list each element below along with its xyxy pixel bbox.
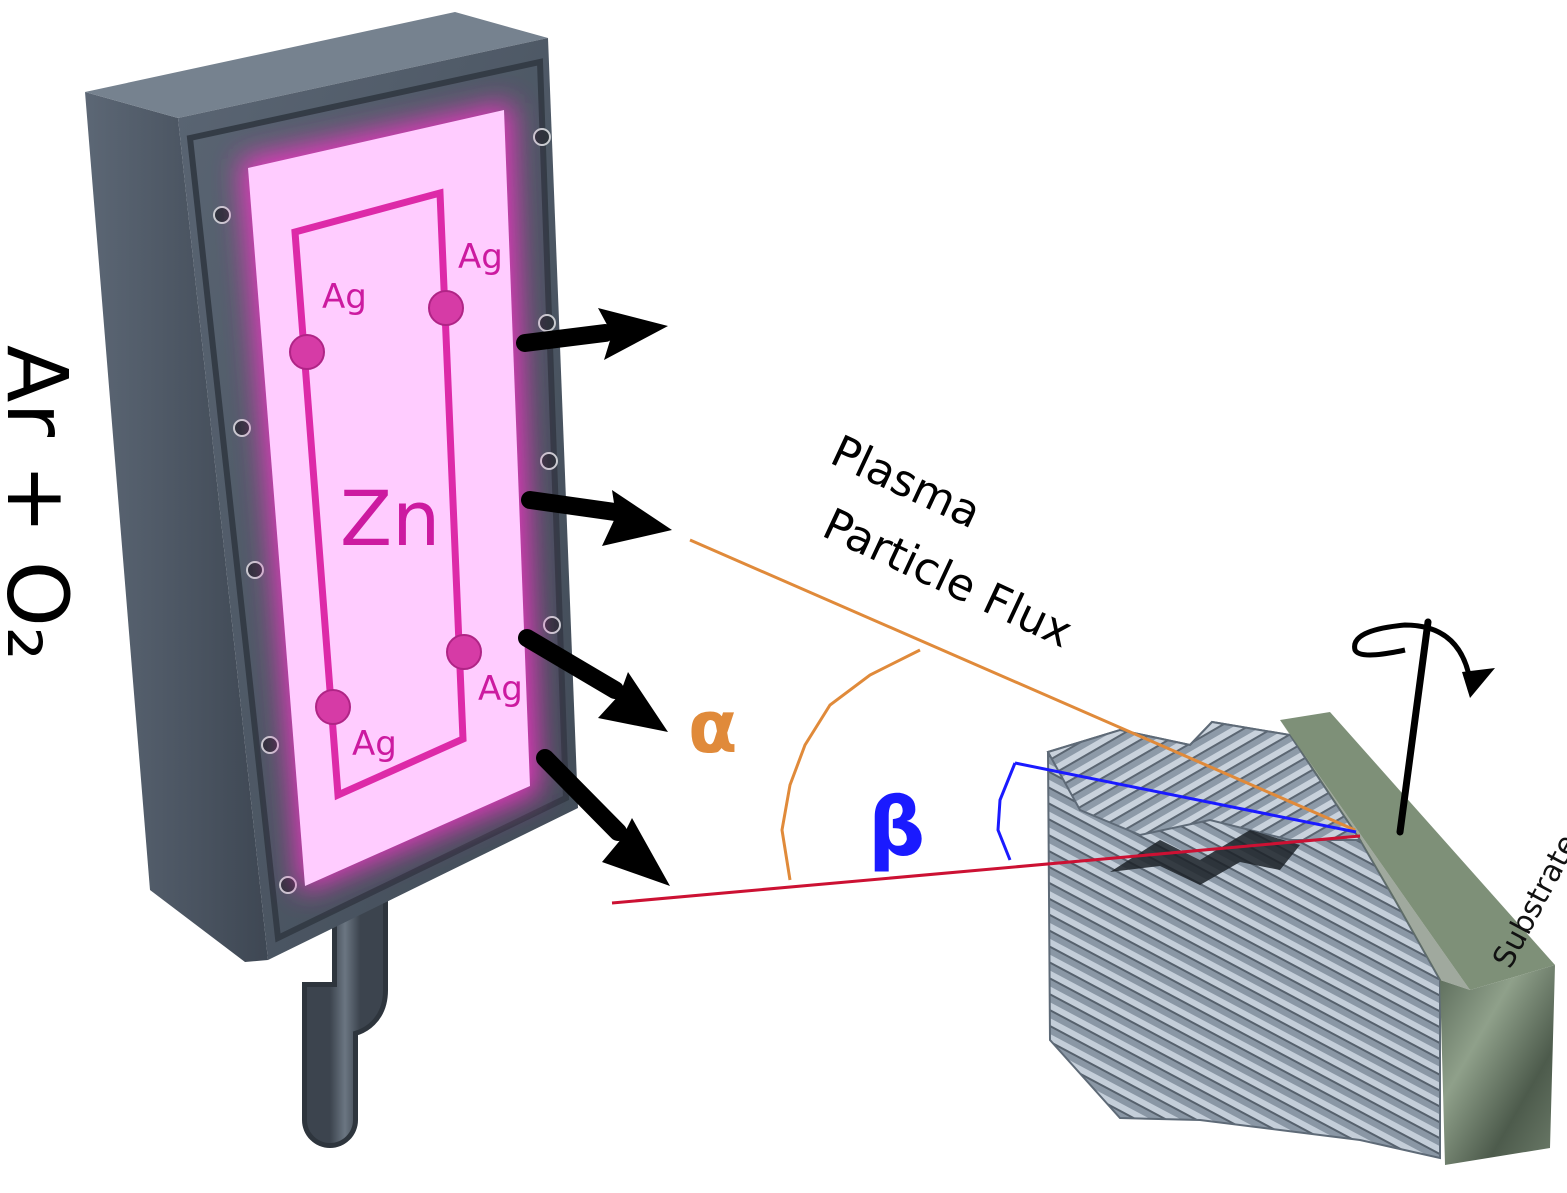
flux-arrow-icon [516, 308, 668, 360]
ag-label-2: Ag [458, 237, 503, 277]
beta-lines [1014, 761, 1357, 834]
magnetron-source: Ag Ag Ag Ag Zn [85, 12, 578, 1148]
alpha-flux-line [689, 538, 1356, 832]
beta-label: β [868, 781, 925, 874]
rotation-arrow-icon [1352, 618, 1495, 836]
alpha-label: α [688, 685, 737, 769]
flux-arrow-icon [521, 490, 672, 546]
housing-screws [213, 128, 561, 894]
gas-pipe [302, 862, 388, 1148]
ag-insert-dot [446, 634, 482, 670]
beta-arc [996, 762, 1017, 861]
zn-label: Zn [340, 474, 440, 563]
alpha-arc [780, 648, 921, 881]
flux-arrow-icon [518, 629, 668, 732]
ag-label-3: Ag [478, 669, 523, 709]
ag-insert-dot [315, 689, 351, 725]
ag-inserts [289, 290, 482, 725]
housing-side [85, 92, 268, 962]
ag-insert-dot [428, 290, 464, 326]
gas-label: Ar + O₂ [0, 345, 86, 661]
racetrack-path [291, 188, 467, 801]
ag-insert-dot [289, 334, 325, 370]
ag-label-4: Ag [352, 724, 397, 764]
normal-line [611, 834, 1361, 905]
geometry-lines [611, 538, 1361, 905]
flux-arrow-icon [536, 749, 670, 886]
ag-label-1: Ag [322, 277, 367, 317]
housing-top [85, 12, 548, 118]
flux-arrows [516, 308, 672, 886]
